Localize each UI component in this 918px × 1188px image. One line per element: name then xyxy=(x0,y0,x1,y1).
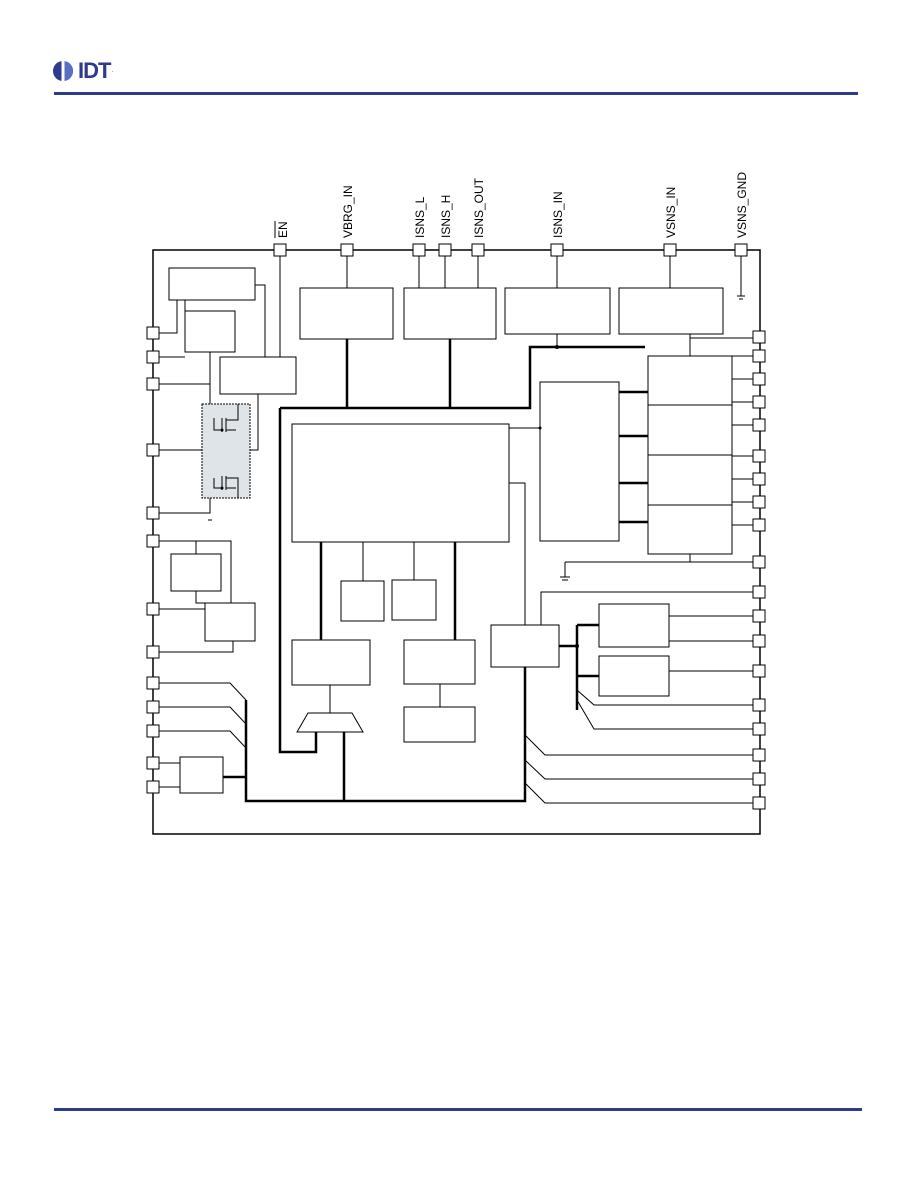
block-isns-input xyxy=(504,287,611,335)
pin-label-vsns-in: VSNS_IN xyxy=(664,187,678,238)
block-lower-bottom xyxy=(403,706,476,743)
block-lower-left-center xyxy=(291,639,371,686)
block-right-lower-2 xyxy=(598,655,670,697)
pin-right-6 xyxy=(752,449,766,463)
pin-right-1 xyxy=(752,330,766,344)
pin-vbrg-in xyxy=(340,243,354,257)
block-left-timer xyxy=(204,602,256,642)
pin-label-isns-in: ISNS_IN xyxy=(551,191,565,238)
block-left-osc xyxy=(170,553,222,592)
header-rule xyxy=(54,92,858,95)
pin-left-9 xyxy=(146,676,160,690)
pin-left-7 xyxy=(146,602,160,616)
pin-left-1 xyxy=(146,326,160,340)
block-regulator-top xyxy=(168,267,256,301)
pin-isns-l xyxy=(412,243,426,257)
block-mux xyxy=(296,712,364,733)
footer-rule xyxy=(54,1108,862,1111)
block-small-2 xyxy=(391,579,437,621)
pin-right-2 xyxy=(752,349,766,363)
pin-right-17 xyxy=(752,748,766,762)
pin-right-16 xyxy=(752,722,766,736)
pin-right-10 xyxy=(752,555,766,569)
pin-left-2 xyxy=(146,350,160,364)
block-adc xyxy=(539,381,620,542)
pin-label-vbrg-in: VBRG_IN xyxy=(341,185,355,238)
pin-right-5 xyxy=(752,418,766,432)
pin-label-en: EN xyxy=(276,221,290,238)
block-right-lower-1 xyxy=(598,603,670,648)
pin-left-8 xyxy=(146,645,160,659)
pin-label-isns-out: ISNS_OUT xyxy=(472,177,486,238)
pin-right-4 xyxy=(752,395,766,409)
block-small-1 xyxy=(340,580,385,622)
pin-left-12 xyxy=(146,756,160,770)
pin-left-5 xyxy=(146,506,160,520)
pin-right-14 xyxy=(752,664,766,678)
pin-right-19 xyxy=(752,796,766,810)
pin-right-3 xyxy=(752,372,766,386)
pin-label-isns-l: ISNS_L xyxy=(413,196,427,238)
block-left-bottom xyxy=(179,756,224,794)
pin-right-9 xyxy=(752,518,766,532)
block-interface xyxy=(490,624,560,668)
pin-left-3 xyxy=(146,377,160,391)
pin-right-8 xyxy=(752,495,766,509)
pin-label-isns-h: ISNS_H xyxy=(439,195,453,238)
pin-left-10 xyxy=(146,700,160,714)
pin-right-12 xyxy=(752,609,766,623)
block-lower-right-center xyxy=(403,639,476,685)
block-vbrg-input xyxy=(299,287,394,340)
block-vsns-input xyxy=(618,287,724,335)
block-core-controller xyxy=(291,423,510,543)
pin-right-18 xyxy=(752,772,766,786)
pin-left-6 xyxy=(146,534,160,548)
logo-trademark: . xyxy=(111,68,114,74)
pin-right-13 xyxy=(752,634,766,648)
pin-vsns-gnd xyxy=(734,243,748,257)
pin-isns-in xyxy=(550,243,564,257)
pin-isns-h xyxy=(438,243,452,257)
pin-left-4 xyxy=(146,443,160,457)
pin-vsns-in xyxy=(663,243,677,257)
block-regulator-small xyxy=(184,310,236,353)
logo-wordmark: IDT xyxy=(78,58,111,83)
idt-logo-icon xyxy=(53,61,73,81)
block-current-sense-amp xyxy=(403,287,497,340)
pin-left-11 xyxy=(146,724,160,738)
pin-en xyxy=(273,243,287,257)
idt-logo: IDT. xyxy=(52,58,113,84)
pin-label-vsns-gnd: VSNS_GND xyxy=(735,172,749,238)
pin-right-15 xyxy=(752,698,766,712)
pin-right-11 xyxy=(752,585,766,599)
block-enable-logic xyxy=(219,356,297,395)
pin-left-13 xyxy=(146,780,160,794)
pin-right-7 xyxy=(752,472,766,486)
pin-isns-out xyxy=(471,243,485,257)
